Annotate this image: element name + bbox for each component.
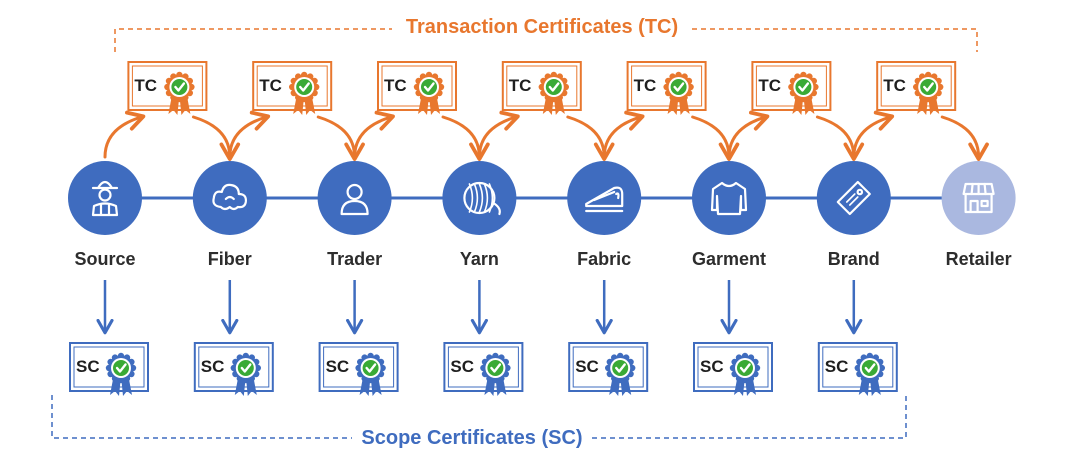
tc-issue-arrow (602, 110, 645, 159)
check-icon (673, 82, 685, 92)
node-yarn-circle (442, 161, 517, 235)
tc-receive-arrow (441, 115, 490, 161)
tc-certificate (876, 61, 957, 115)
node-label-fiber: Fiber (207, 249, 252, 269)
sc-code-label: SC (575, 357, 599, 376)
check-icon (615, 363, 626, 373)
tc-code-label: TC (134, 76, 158, 95)
tc-receive-arrow (815, 115, 865, 161)
tc-code-label: TC (384, 76, 407, 95)
seal-icon (355, 352, 386, 384)
tc-code-label: TC (883, 76, 906, 95)
node-label-trader: Trader (327, 249, 383, 269)
check-icon (115, 363, 127, 373)
tc-issue-arrow (353, 110, 395, 159)
tc-certificate (377, 61, 457, 115)
check-icon (490, 363, 502, 373)
sc-code-label: SC (824, 357, 849, 376)
tc-certificate (127, 61, 208, 115)
store-icon (962, 182, 995, 214)
node-retailer-circle (941, 161, 1016, 235)
seal-icon (605, 352, 636, 384)
tc-certificate (751, 61, 832, 115)
seal-icon (105, 352, 137, 384)
check-icon (423, 82, 435, 92)
check-icon (299, 82, 310, 92)
tc-receive-arrow (566, 115, 615, 161)
tc-receive-arrow (691, 115, 740, 161)
yarn-icon (463, 181, 501, 216)
seal-icon (164, 71, 195, 103)
sc-group-title: Scope Certificates (SC) (353, 426, 591, 450)
seal-icon (729, 352, 761, 384)
tc-certificate (252, 61, 333, 115)
check-icon (798, 82, 810, 92)
tc-code-label: TC (633, 76, 657, 95)
tc-group-title: Transaction Certificates (TC) (397, 15, 687, 39)
tc-receive-arrow (316, 115, 365, 161)
sc-certificate (443, 342, 524, 396)
cotton-icon (212, 183, 248, 211)
seal-icon (538, 71, 569, 103)
sc-certificate (817, 342, 898, 396)
seal-icon (413, 71, 445, 103)
seal-icon (480, 352, 511, 384)
sc-certificate (318, 342, 399, 396)
node-label-retailer: Retailer (945, 249, 1012, 269)
check-icon (240, 363, 252, 373)
tc-certificate (626, 61, 707, 115)
tc-issue-arrow (228, 110, 271, 159)
tc-issue-arrow (477, 110, 520, 159)
tc-issue-arrow (852, 110, 895, 159)
tc-code-label: TC (259, 76, 282, 95)
node-source-circle (68, 161, 142, 235)
seal-icon (289, 71, 320, 103)
tc-issue-arrow (727, 110, 770, 159)
tc-code-label: TC (758, 76, 782, 95)
sc-certificate (693, 342, 773, 396)
sweater-icon (710, 181, 748, 216)
node-label-garment: Garment (691, 249, 767, 269)
sc-code-label: SC (450, 357, 475, 376)
sc-group-bracket (51, 395, 907, 439)
check-icon (365, 363, 377, 373)
node-brand-circle (816, 161, 891, 235)
node-garment-circle (692, 161, 766, 235)
check-icon (174, 82, 186, 92)
check-icon (739, 363, 751, 373)
sc-certificate (568, 342, 649, 396)
fabric-icon (585, 186, 624, 213)
seal-icon (663, 71, 694, 103)
tc-receive-arrow (191, 115, 241, 161)
tc-receive-arrow (940, 115, 989, 161)
tc-issue-arrow (103, 110, 146, 159)
check-icon (864, 363, 876, 373)
seal-icon (788, 71, 819, 103)
tc-code-label: TC (508, 76, 532, 95)
seal-icon (230, 352, 261, 384)
sc-code-label: SC (76, 357, 100, 376)
sc-certificate (193, 342, 274, 396)
sc-certificate (69, 342, 149, 396)
farmer-icon (91, 180, 119, 217)
sc-code-label: SC (700, 357, 724, 376)
tc-group-bracket (114, 28, 978, 52)
node-label-source: Source (74, 249, 136, 269)
check-icon (548, 82, 560, 92)
seal-icon (913, 71, 944, 103)
sc-code-label: SC (325, 357, 350, 376)
sc-code-label: SC (200, 357, 225, 376)
check-icon (923, 82, 934, 92)
node-label-yarn: Yarn (459, 249, 499, 269)
node-fabric-circle (567, 161, 642, 235)
tag-icon (836, 180, 871, 216)
node-label-brand: Brand (827, 249, 880, 269)
node-label-fabric: Fabric (577, 249, 632, 269)
person-icon (340, 183, 369, 216)
seal-icon (854, 352, 885, 384)
tc-certificate (501, 61, 582, 115)
